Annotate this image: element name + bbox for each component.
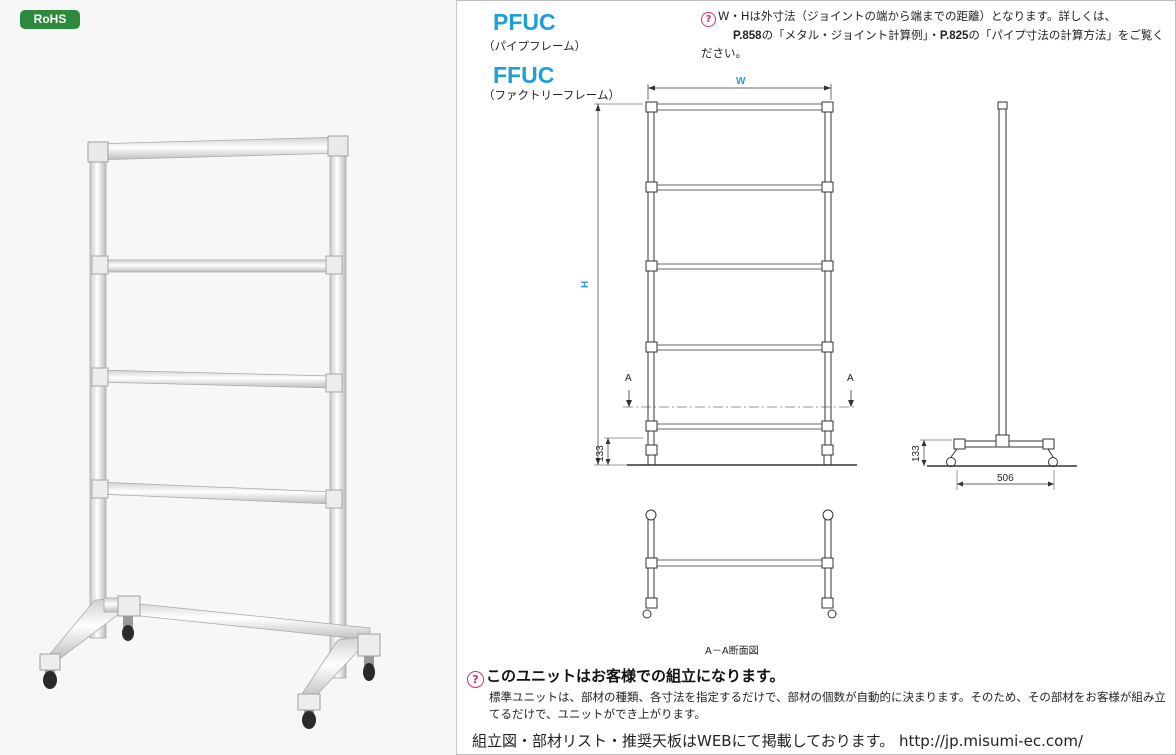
note-text1: の「メタル・ジョイント計算例」・ — [761, 28, 940, 42]
dimension-note: ?W・Hは外寸法（ジョイントの端から端までの距離）となります。詳しくは、 P.8… — [701, 8, 1171, 62]
rohs-badge: RoHS — [20, 10, 80, 29]
dim-506: 506 — [997, 473, 1014, 484]
product-name-pfuc: （パイプフレーム） — [483, 39, 587, 53]
web-info-footer: 組立図・部材リスト・推奨天板はWEBにて掲載しております。 http://jp.… — [472, 732, 1084, 750]
assembly-heading: このユニットはお客様での組立になります。 — [486, 667, 785, 685]
note-ref-825: P.825 — [939, 30, 969, 42]
product-photo-panel: RoHS — [0, 0, 457, 755]
product-name-ffuc: （ファクトリーフレーム） — [483, 88, 620, 102]
assembly-body: 標準ユニットは、部材の種類、各寸法を指定するだけで、部材の個数が自動的に決まりま… — [489, 690, 1166, 721]
spec-panel: PFUC （パイプフレーム） FFUC （ファクトリーフレーム） ?W・Hは外寸… — [457, 0, 1176, 755]
note-line1: W・Hは外寸法（ジョイントの端から端までの距離）となります。詳しくは、 — [718, 9, 1117, 23]
note-ref-858: P.858 — [733, 30, 762, 42]
assembly-notice: ?このユニットはお客様での組立になります。 標準ユニットは、部材の種類、各寸法を… — [467, 666, 1172, 723]
label-w: W — [736, 76, 746, 87]
product-code-ffuc: FFUC — [493, 62, 555, 88]
note-text2: の「パイプ寸法の計算方法」をご覧ください。 — [701, 28, 1164, 60]
label-a-left: A — [625, 373, 632, 384]
assembly-question-icon: ? — [467, 671, 484, 688]
section-view-title: A－A断面図 — [705, 646, 759, 657]
dim-133-front: 133 — [595, 445, 606, 462]
dim-133-side: 133 — [911, 445, 922, 462]
dimension-drawing: W H A A 133 133 506 — [580, 76, 1077, 619]
label-a-right: A — [847, 373, 854, 384]
product-code-pfuc: PFUC — [493, 9, 556, 35]
label-h: H — [580, 281, 591, 288]
product-photo — [39, 135, 381, 729]
